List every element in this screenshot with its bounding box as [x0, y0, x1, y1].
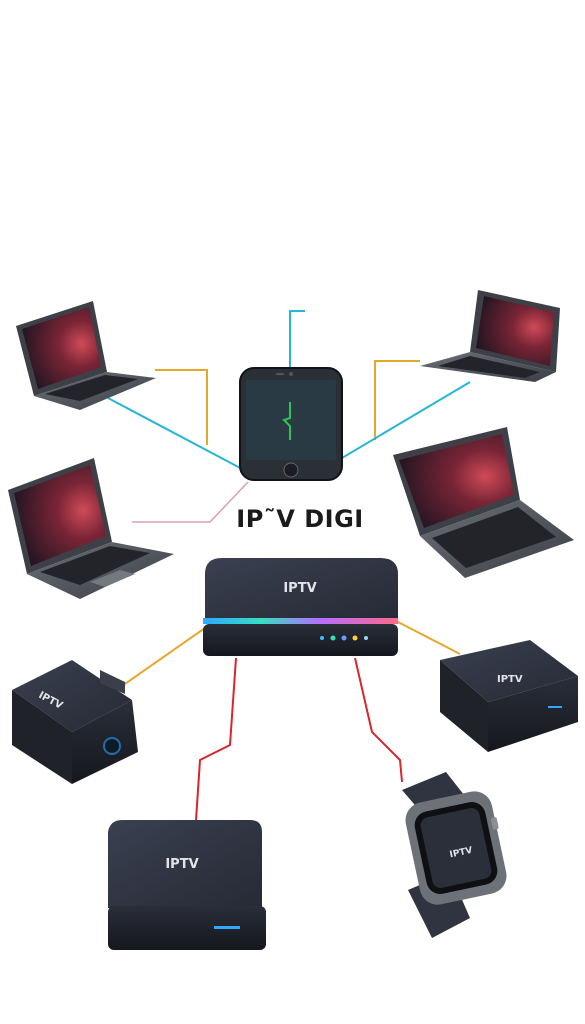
- iptv-box-left: IPTV: [12, 660, 138, 784]
- link-box-right: [397, 621, 461, 655]
- link-phone-top: [289, 310, 305, 368]
- link-box-bottom: [195, 657, 237, 821]
- iptv-hub: IPTV: [203, 558, 398, 656]
- brand-title: IP˜V DIGI: [236, 505, 364, 533]
- iptv-box-right: IPTV: [440, 640, 578, 752]
- iptv-box-bottom: IPTV: [108, 820, 266, 950]
- link-laptop-tl-cyan: [107, 397, 245, 471]
- box-right-label: IPTV: [497, 674, 523, 685]
- watch-label: IPTV: [449, 846, 474, 861]
- smartphone: [239, 367, 343, 481]
- smartwatch: IPTV: [402, 772, 507, 938]
- laptop-top-right: [420, 290, 560, 382]
- connection-lines: [107, 310, 471, 821]
- link-laptop-tl-orange: [155, 369, 208, 445]
- laptop-middle-left: [8, 458, 174, 599]
- hub-label: IPTV: [283, 581, 316, 596]
- link-laptop-ml-pink: [132, 481, 249, 523]
- box-bottom-label: IPTV: [165, 857, 198, 872]
- link-laptop-tr-cyan: [341, 381, 471, 459]
- laptop-middle-right: [393, 427, 574, 578]
- link-box-left: [121, 627, 206, 687]
- laptop-top-left: [16, 301, 156, 410]
- link-watch: [354, 657, 403, 783]
- link-laptop-tr-orange: [374, 360, 420, 440]
